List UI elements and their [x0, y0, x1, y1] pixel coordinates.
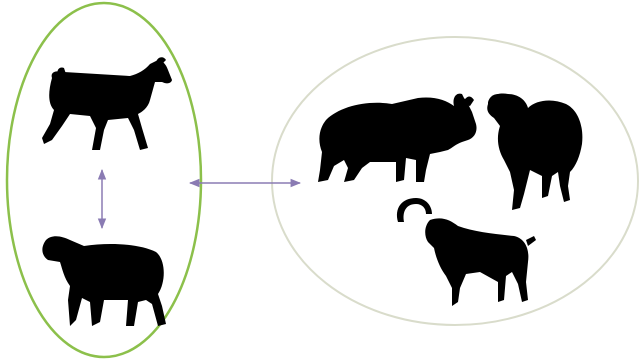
sheep-silhouette-icon	[42, 236, 166, 326]
ibex-silhouette-icon	[397, 198, 536, 306]
domestic-group-ellipse	[7, 3, 201, 357]
mouflon-silhouette-icon	[487, 93, 582, 210]
goat-silhouette-icon	[42, 57, 172, 150]
mountain-goat-silhouette-icon	[318, 94, 477, 182]
